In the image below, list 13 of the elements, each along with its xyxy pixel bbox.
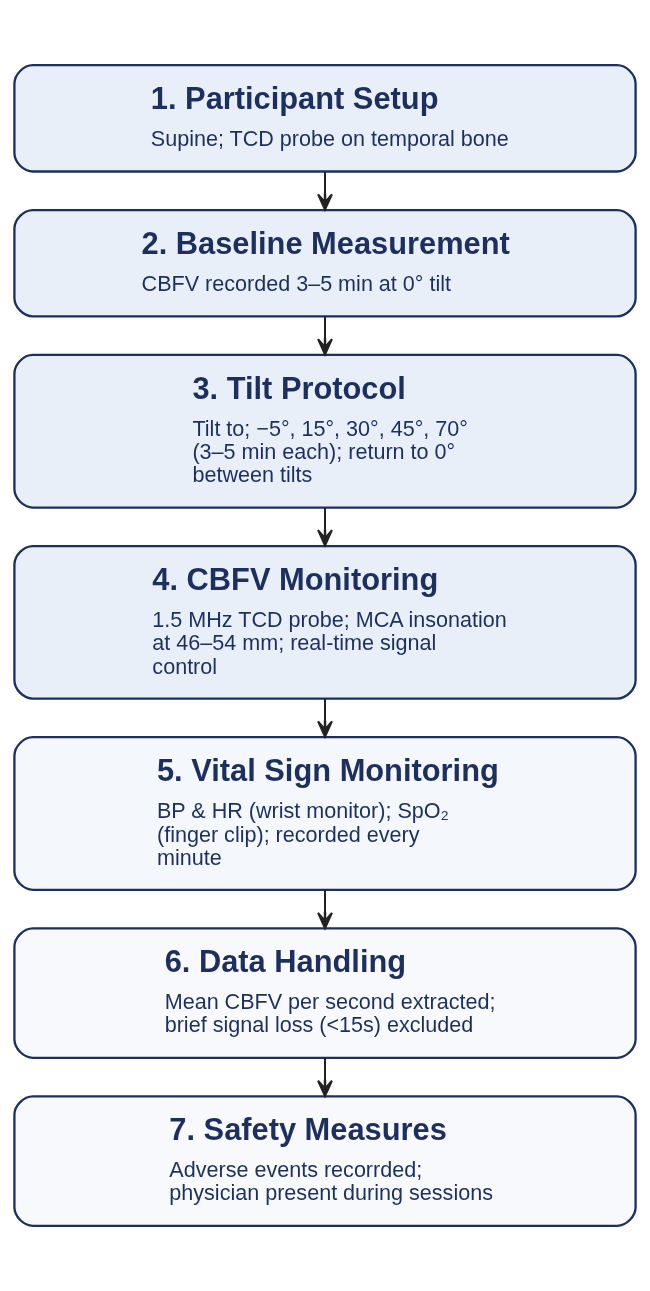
- arrow: [317, 1056, 333, 1098]
- arrow: [317, 888, 333, 930]
- arrow: [317, 170, 333, 211]
- node-box: 1. Participant Setup Supine; TCD probe on temporal bone: [13, 64, 637, 173]
- node-box: 3. Tilt Protocol Tilt to; −5°, 15°, 30°, 45°, 70° (3–5 min each); return to 0° between tilts: [13, 353, 637, 509]
- arrow: [317, 697, 333, 738]
- node-box: 2. Baseline Measurement CBFV recorded 3–5 min at 0° tilt: [13, 208, 637, 318]
- node-box: 6. Data Handling Mean CBFV per second extracted; brief signal loss (<15s) excluded: [13, 927, 637, 1059]
- arrow: [317, 315, 333, 356]
- node-box: 5. Vital Sign Monitoring BP & HR (wrist monitor); SpO₂ (finger clip); recorded every minute: [13, 736, 637, 891]
- node-box: 7. Safety Measures Adverse events recorrded; physician present during sessions: [13, 1095, 637, 1227]
- arrow: [317, 506, 333, 547]
- node-box: 4. CBFV Monitoring 1.5 MHz TCD probe; MCA insonation at 46–54 mm; real-time signal control: [13, 544, 637, 700]
